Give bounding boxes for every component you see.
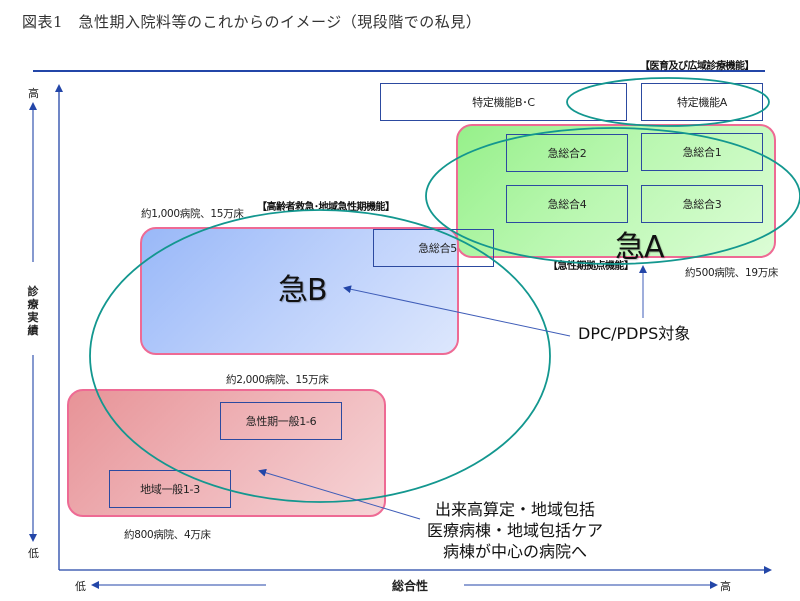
y-axis-label-char-3: 実 <box>27 311 39 324</box>
callout-regional-line-2: 医療病棟・地域包括ケア <box>427 521 604 540</box>
box-kyusogo-5: 急総合5 <box>373 229 494 267</box>
box-kyuseiki-ippan-label: 急性期一般1-6 <box>245 415 317 428</box>
y-axis-label-char-4: 績 <box>27 324 39 337</box>
box-kyusogo-3: 急総合3 <box>641 185 763 223</box>
box-kyusogo-3-label: 急総合3 <box>682 198 722 211</box>
y-axis-low-label: 低 <box>28 547 39 560</box>
section-label-hub: 【急性期拠点機能】 <box>548 261 634 272</box>
box-chiiki-ippan-label: 地域一般1-3 <box>140 483 200 496</box>
group-c-count-bottom: 約800病院、4万床 <box>124 529 211 541</box>
group-b-label: 急B <box>278 273 328 308</box>
box-tokutei-a: 特定機能A <box>641 83 763 121</box>
group-a-count: 約500病院、19万床 <box>685 267 779 279</box>
x-axis-low-label: 低 <box>75 580 86 593</box>
x-axis-high-label: 高 <box>720 580 731 593</box>
section-label-advanced: 【医育及び広域診療機能】 <box>640 61 755 72</box>
callout-regional-line-3: 病棟が中心の病院へ <box>443 542 588 561</box>
y-axis-label-char-2: 療 <box>27 298 39 311</box>
box-kyuseiki-ippan: 急性期一般1-6 <box>220 402 342 440</box>
y-axis-label-char-1: 診 <box>27 285 39 298</box>
group-b-count: 約1,000病院、15万床 <box>141 208 244 220</box>
callout-regional: 出来高算定・地域包括 医療病棟・地域包括ケア 病棟が中心の病院へ <box>427 499 603 562</box>
figure-title: 図表1 急性期入院料等のこれからのイメージ（現段階での私見） <box>22 13 482 31</box>
y-axis-high-label: 高 <box>28 87 39 100</box>
box-chiiki-ippan: 地域一般1-3 <box>109 470 231 508</box>
group-c-count-top: 約2,000病院、15万床 <box>226 374 329 386</box>
box-tokutei-bc: 特定機能B･C <box>380 83 627 121</box>
box-kyusogo-4-label: 急総合4 <box>547 198 587 211</box>
callout-regional-line-1: 出来高算定・地域包括 <box>435 500 596 519</box>
top-divider <box>33 70 765 72</box>
box-kyusogo-2: 急総合2 <box>506 134 628 172</box>
box-kyusogo-1-label: 急総合1 <box>682 146 722 159</box>
box-kyusogo-2-label: 急総合2 <box>547 147 587 160</box>
callout-dpc: DPC/PDPS対象 <box>578 324 691 343</box>
box-tokutei-a-label: 特定機能A <box>676 96 728 109</box>
x-axis-label: 総合性 <box>392 579 429 593</box>
section-label-elderly: 【高齢者救急･地域急性期機能】 <box>257 202 395 213</box>
y-axis-label: 診 療 実 績 <box>27 285 39 337</box>
box-kyusogo-1: 急総合1 <box>641 133 763 171</box>
box-tokutei-bc-label: 特定機能B･C <box>472 96 535 109</box>
box-kyusogo-5-label: 急総合5 <box>418 242 457 255</box>
box-kyusogo-4: 急総合4 <box>506 185 628 223</box>
